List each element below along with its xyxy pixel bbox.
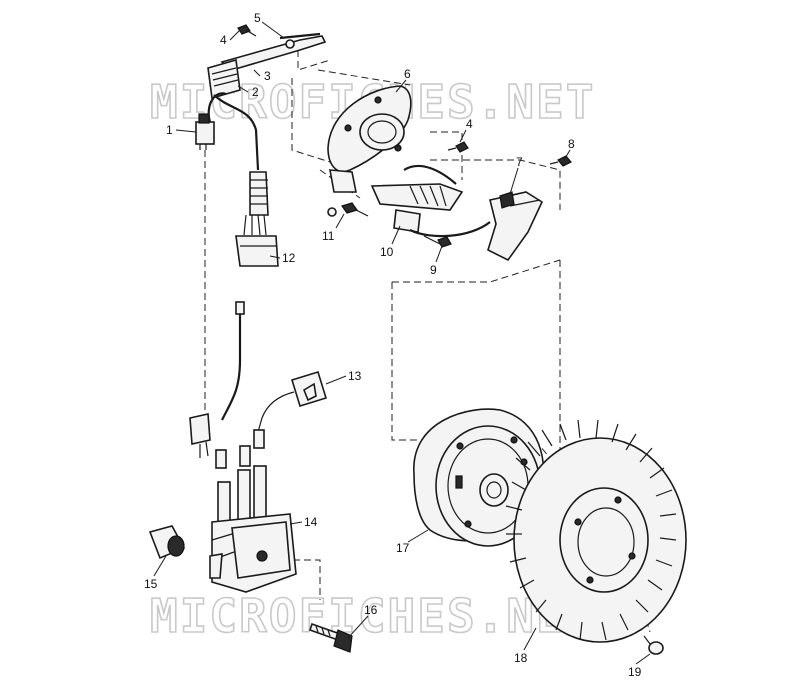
ignition-lead [221,301,327,449]
callout-12: 12 [282,251,296,265]
callout-11: 11 [322,229,335,243]
pulser-coil [487,191,544,262]
cooling-fan [505,419,687,643]
callout-18: 18 [514,651,528,665]
callout-16: 16 [364,603,378,617]
callout-8: 8 [568,137,575,151]
callout-13: 13 [348,369,362,383]
callout-5: 5 [254,11,261,25]
cap-15 [148,525,186,560]
callout-2: 2 [252,85,259,99]
screws-upper [327,141,572,248]
exciter-coil [370,164,491,238]
bolt-19 [643,635,664,655]
watermark-bottom: MICROFICHES.NET [150,589,595,643]
regulator-assembly [195,24,327,267]
callout-7: 7 [516,155,523,169]
callout-9: 9 [430,263,437,277]
ignition-coil [189,413,297,593]
callout-4-mid: 4 [466,117,473,131]
callout-3: 3 [264,69,271,83]
callout-1: 1 [166,123,173,137]
callout-6: 6 [404,67,411,81]
callout-19: 19 [628,665,642,679]
callout-15: 15 [144,577,158,591]
bolt-16 [308,622,353,653]
callout-4-top: 4 [220,33,227,47]
callout-14: 14 [304,515,318,529]
stator-plate [327,85,412,193]
callout-numbers: 1 2 3 4 5 6 4 8 7 11 10 9 12 13 14 15 16… [144,11,642,679]
callout-17: 17 [396,541,410,555]
callout-10: 10 [380,245,394,259]
callout-leaders [153,21,651,665]
